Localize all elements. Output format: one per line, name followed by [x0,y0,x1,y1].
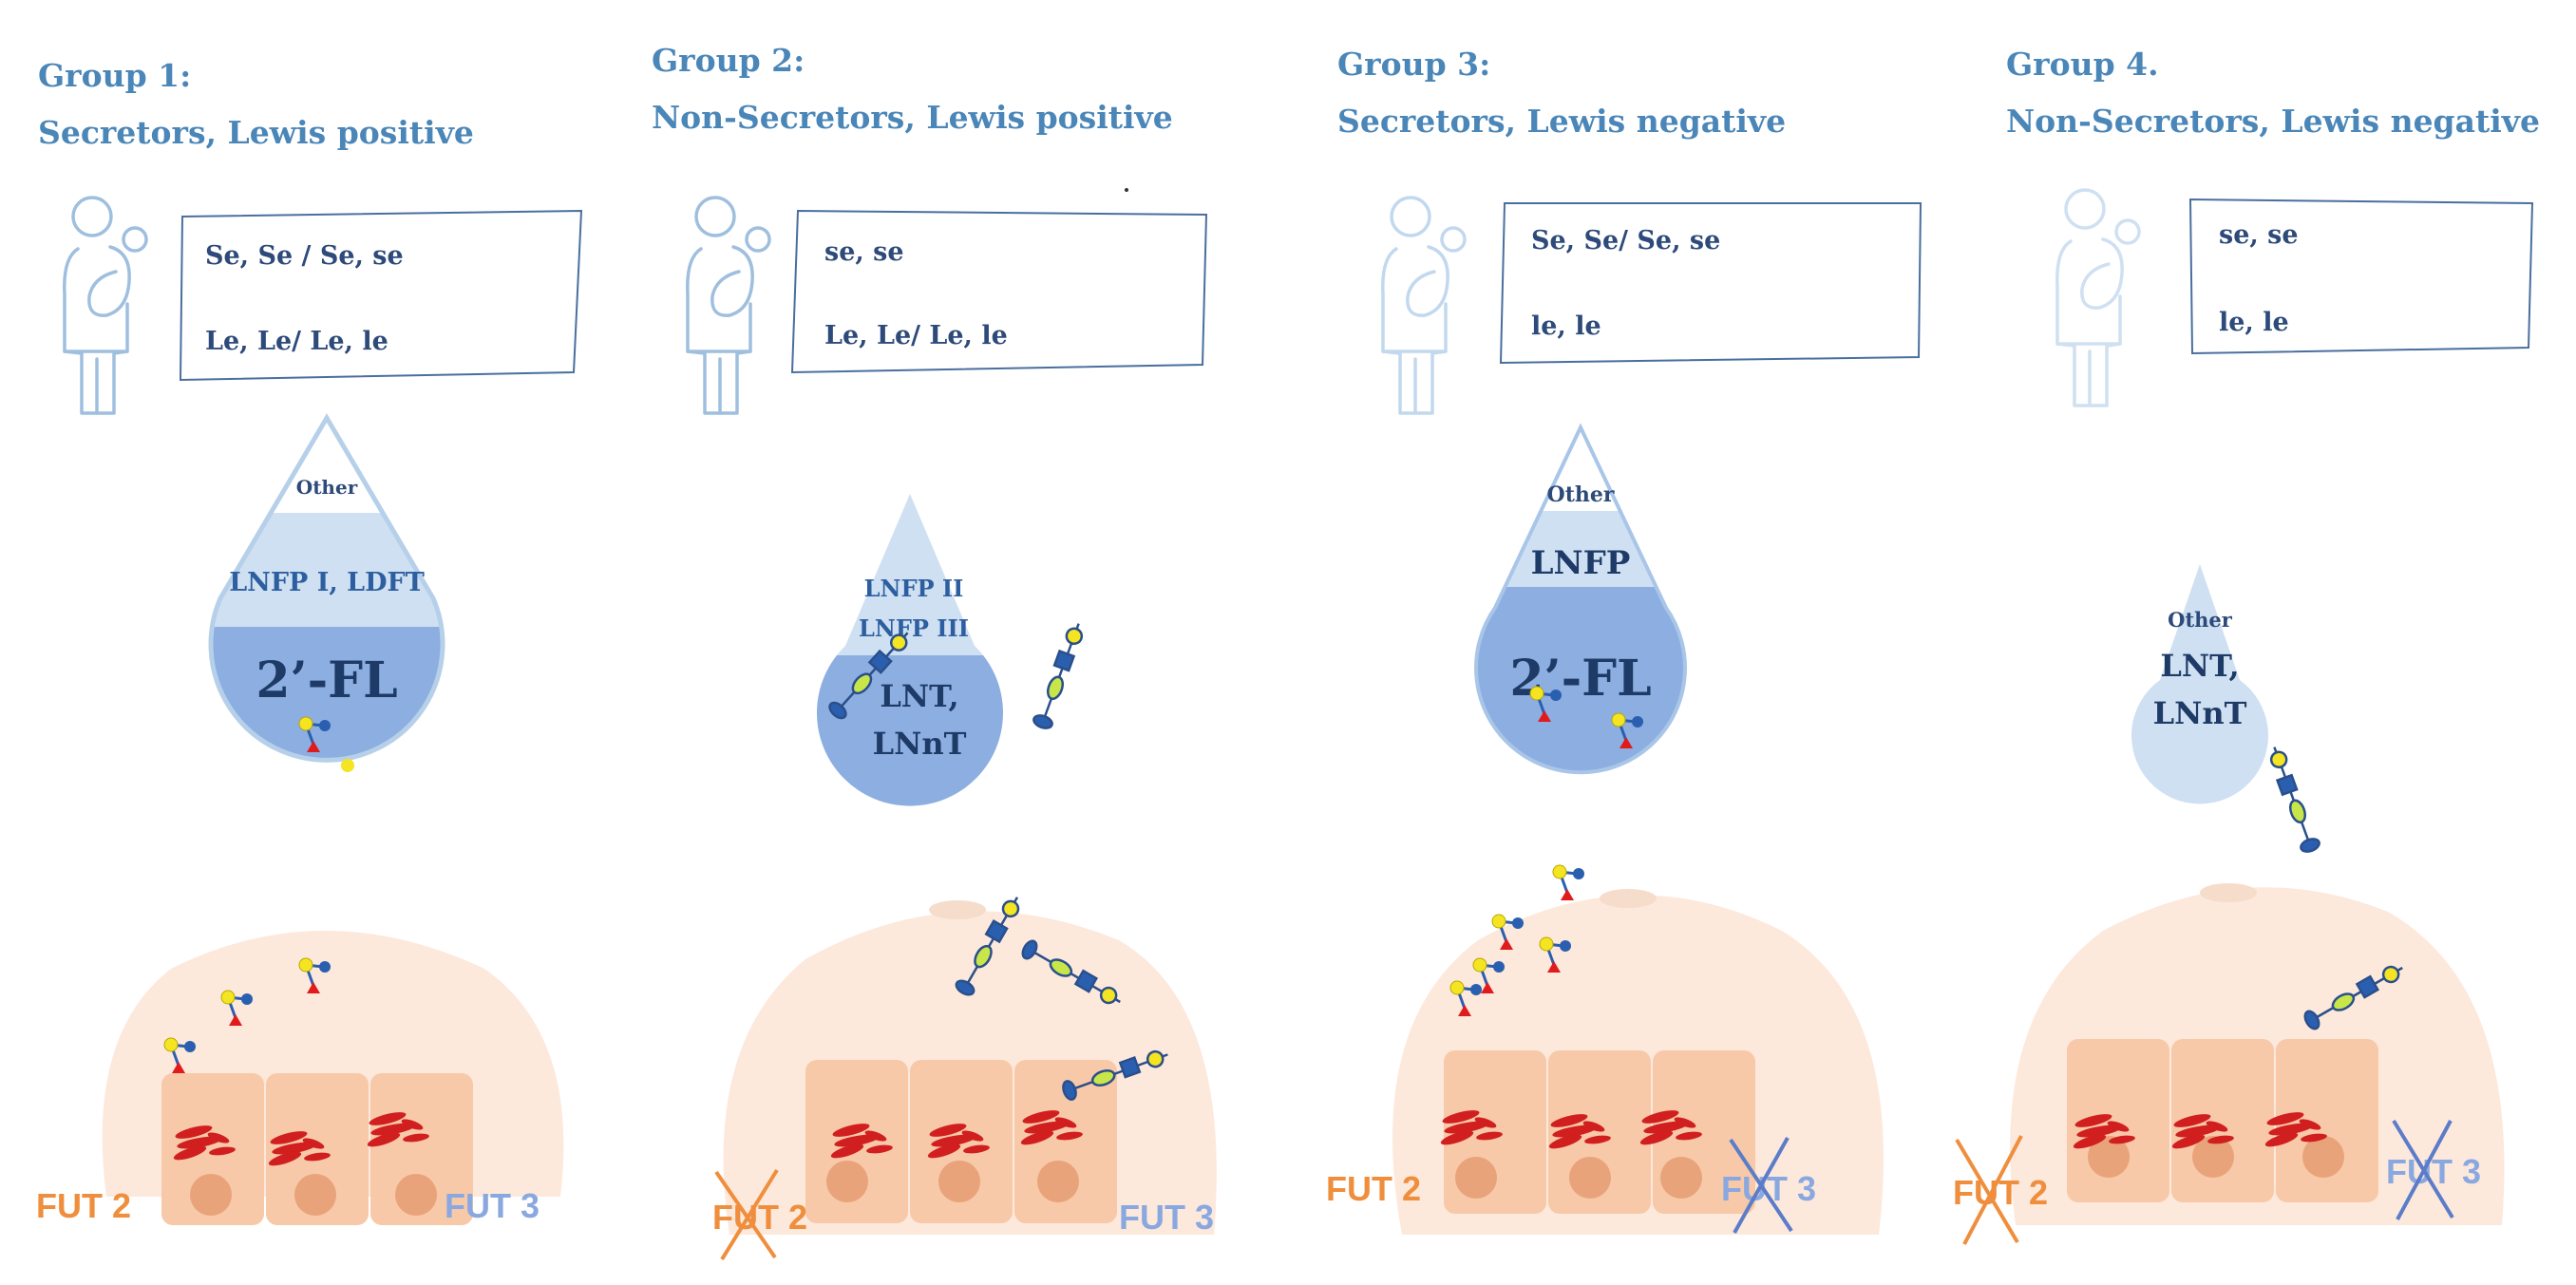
genotype-line1: se, se [2219,220,2299,250]
group-title: Group 2: Non-Secretors, Lewis positive [652,32,1173,146]
drop-label-other: Other [2168,608,2233,632]
group-title-line1: Group 4. [2006,46,2159,83]
genotype-line2: Le, Le/ Le, le [205,327,388,356]
group-4-panel: Group 4. Non-Secretors, Lewis negative s… [1932,0,2576,1285]
mother-child-icon [63,196,148,415]
drop-label-other: Other [296,476,358,499]
genotype-line2: le, le [2219,308,2289,337]
fut2-label: FUT 2 [712,1198,807,1237]
epithelial-cells [805,1060,1117,1223]
group-1-panel: Group 1: Secretors, Lewis positive Se, S… [0,0,644,1285]
fut3-label: FUT 3 [1119,1198,1214,1237]
mother-child-icon [2055,188,2141,407]
drop-label-lnfp: LNFP III [859,614,969,642]
stray-dot [1125,188,1128,192]
drop-label-other: Other [1547,482,1615,507]
glycan-chain-icon [1031,618,1089,732]
fut3-crossed-out-icon [2392,1119,2454,1220]
drop-label-main: LNT, [2160,648,2239,684]
genotype-line1: Se, Se / Se, se [205,241,404,271]
epithelial-cells [161,1073,473,1225]
epithelial-cells [2067,1039,2378,1202]
drop-label-lnfp: LNFP [1531,544,1631,582]
fut2-label: FUT 2 [1326,1169,1421,1208]
milk-drop [817,494,1004,806]
drop-label-lnfp: LNFP I, LDFT [229,568,425,597]
nipple [2200,883,2257,902]
group-title-line1: Group 2: [652,42,805,79]
genotype-line1: Se, Se/ Se, se [1531,226,1720,255]
glycan-icon [1551,863,1586,902]
mother-child-icon [1381,196,1467,415]
genotype-line1: se, se [824,237,904,267]
group-2-diagram: se, se Le, Le/ Le, le LNFP II LNFP III L… [686,188,1217,1261]
group-title-line2: Non-Secretors, Lewis positive [652,99,1173,136]
group-3-panel: Group 3: Secretors, Lewis negative Se, S… [1288,0,1932,1285]
milk-drop [208,413,445,763]
drop-label-lnfp: LNFP II [864,575,964,602]
drop-label-main: LNnT [873,726,967,762]
nipple [929,900,986,919]
group-title: Group 1: Secretors, Lewis positive [38,47,474,161]
fut3-label: FUT 3 [445,1186,540,1225]
milk-drop [1474,423,1687,775]
drop-label-main: LNT, [880,678,958,714]
fut2-label: FUT 2 [36,1186,131,1225]
group-title-line2: Non-Secretors, Lewis negative [2006,103,2540,140]
genotype-box [2188,198,2534,355]
group-4-diagram: se, se le, le Other LNT, LNnT FUT 2 FUT [1953,188,2534,1245]
fut2-crossed-out-icon [714,1168,779,1261]
fut3-crossed-out-icon [1729,1137,1793,1234]
glycan-icon [341,759,354,772]
group-title-line2: Secretors, Lewis positive [38,114,474,151]
group-title-line1: Group 1: [38,57,192,94]
group-3-diagram: Se, Se/ Se, se le, le Other LNFP 2’-FL [1326,196,1923,1235]
drop-label-main: LNnT [2153,695,2247,731]
epithelial-cells [1439,1050,1755,1214]
genotype-box [1499,202,1923,365]
group-title-line1: Group 3: [1337,46,1491,83]
drop-label-main: 2’-FL [256,652,397,709]
fut2-crossed-out-icon [1955,1135,2023,1245]
drop-label-main: 2’-FL [1509,650,1651,708]
genotype-box [790,209,1208,374]
genotype-line2: Le, Le/ Le, le [824,321,1008,350]
fut3-label: FUT 3 [1721,1169,1816,1208]
group-title-line2: Secretors, Lewis negative [1337,103,1787,140]
group-title: Group 4. Non-Secretors, Lewis negative [2006,36,2540,150]
genotype-line2: le, le [1531,312,1601,341]
group-1-diagram: Se, Se / Se, se Le, Le/ Le, le Other LNF… [36,196,583,1225]
mother-child-icon [686,196,771,415]
milk-drop [2131,564,2268,804]
group-2-panel: Group 2: Non-Secretors, Lewis positive s… [644,0,1288,1285]
genotype-box [179,209,583,382]
glycan-chain-icon [2263,742,2322,856]
group-title: Group 3: Secretors, Lewis negative [1337,36,1786,150]
nipple [1600,889,1657,908]
